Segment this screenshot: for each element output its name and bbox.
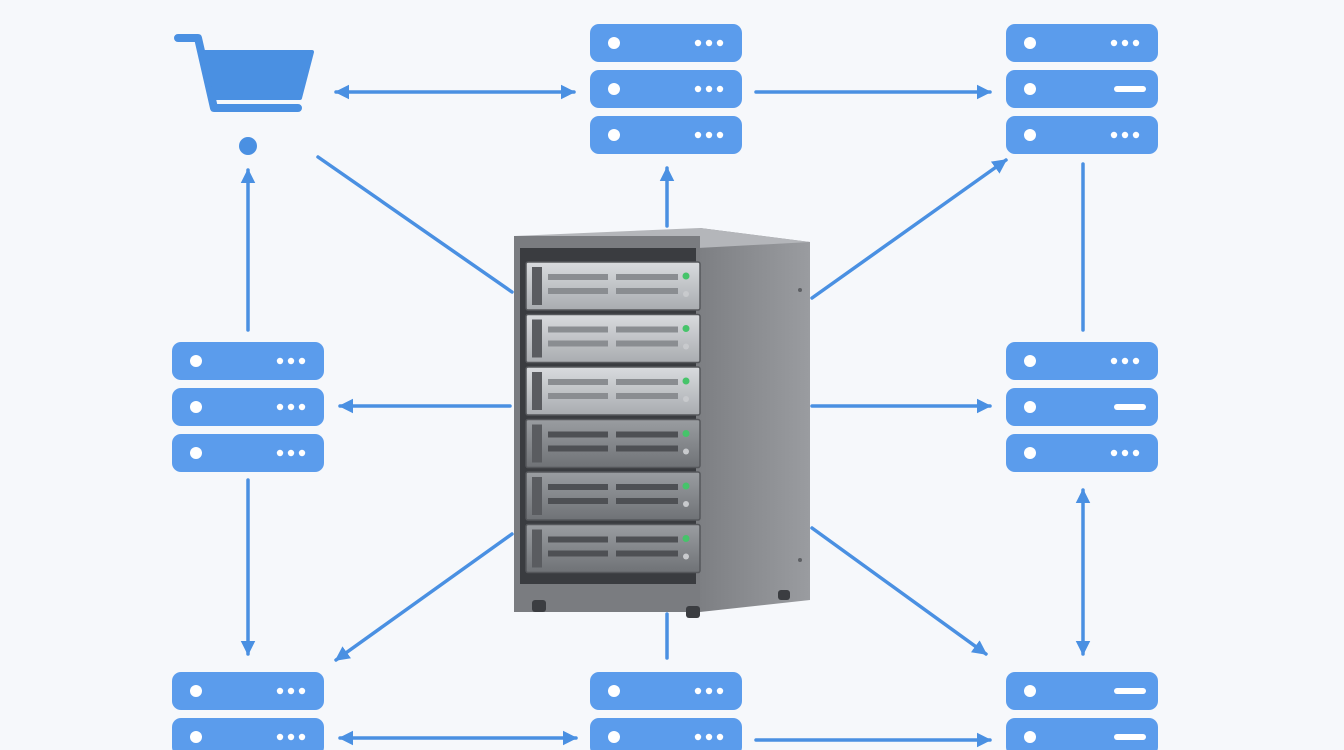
server-stack-icon bbox=[590, 24, 742, 154]
server-unit bbox=[1006, 672, 1158, 710]
connection-central-server-to-bottom-left bbox=[334, 532, 514, 662]
server-unit bbox=[172, 718, 324, 750]
rack-unit bbox=[525, 366, 701, 416]
server-unit bbox=[590, 70, 742, 108]
connection-cart-to-central-server bbox=[316, 155, 514, 294]
server-stack-icon bbox=[590, 672, 742, 750]
rack-unit bbox=[525, 471, 701, 521]
server-unit bbox=[1006, 388, 1158, 426]
server-unit bbox=[1006, 434, 1158, 472]
server-unit bbox=[172, 434, 324, 472]
rack-unit bbox=[525, 313, 701, 364]
server-unit bbox=[1006, 116, 1158, 154]
server-unit bbox=[1006, 70, 1158, 108]
server-stack-icon bbox=[1006, 342, 1158, 472]
server-unit bbox=[1006, 342, 1158, 380]
server-unit bbox=[590, 24, 742, 62]
server-unit bbox=[1006, 718, 1158, 750]
server-unit bbox=[1006, 24, 1158, 62]
server-unit bbox=[590, 116, 742, 154]
rack-unit bbox=[525, 523, 701, 574]
server-rack-icon bbox=[514, 228, 810, 618]
server-unit bbox=[172, 342, 324, 380]
rack-units bbox=[525, 261, 701, 574]
server-stack-icon bbox=[172, 672, 324, 750]
connection-central-server-to-bottom-right bbox=[810, 526, 988, 656]
server-unit bbox=[590, 718, 742, 750]
shopping-cart-icon bbox=[174, 34, 314, 155]
server-stack-icon bbox=[172, 342, 324, 472]
server-unit bbox=[172, 672, 324, 710]
rack-unit bbox=[525, 261, 701, 311]
connections-layer bbox=[240, 84, 1091, 748]
rack-unit bbox=[525, 418, 701, 469]
server-stack-icon bbox=[1006, 672, 1158, 750]
server-unit bbox=[590, 672, 742, 710]
server-unit bbox=[172, 388, 324, 426]
nodes-layer bbox=[172, 24, 1158, 750]
connection-central-server-to-top-right bbox=[810, 158, 1008, 300]
server-stack-icon bbox=[1006, 24, 1158, 154]
